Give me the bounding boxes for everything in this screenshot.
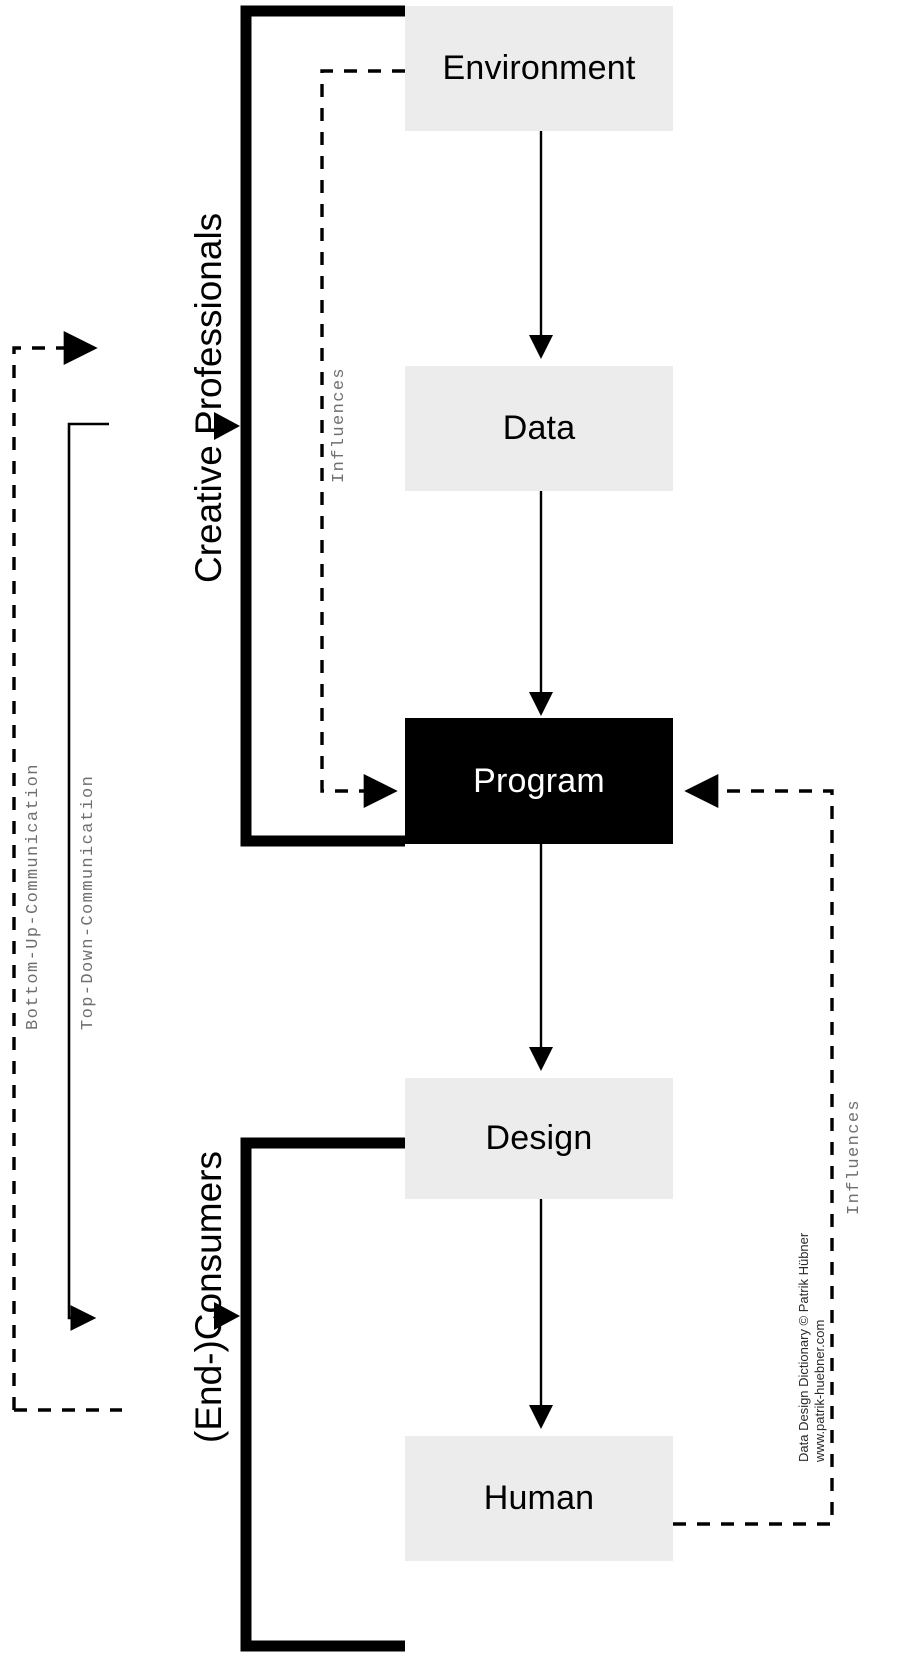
group-label-creative-professionals: Creative Professionals (188, 212, 229, 583)
node-environment-label: Environment (442, 49, 636, 87)
credit-line-2: www.patrik-huebner.com (812, 1319, 827, 1462)
bracket-end-consumers (240, 1137, 405, 1652)
group-label-end-consumers: (End-)Consumers (188, 1151, 229, 1443)
edge-human-influences-program (673, 774, 834, 1526)
node-human-label: Human (483, 1479, 595, 1517)
node-design[interactable]: Design (405, 1078, 673, 1199)
node-data[interactable]: Data (405, 366, 673, 491)
bracket-creative-professionals (240, 5, 405, 847)
edge-label-top-down-communication: Top-Down-Communication (79, 774, 98, 1030)
bracket-pointer-consumers (214, 1302, 240, 1330)
edge-label-bottom-up-communication: Bottom-Up-Communication (24, 763, 43, 1030)
bracket-pointer-creative (214, 412, 240, 440)
edge-label-influences-bottom: Influences (845, 1098, 864, 1215)
node-program-label: Program (473, 761, 605, 800)
node-program[interactable]: Program (405, 718, 673, 844)
node-data-label: Data (502, 409, 576, 447)
node-environment[interactable]: Environment (405, 6, 673, 131)
edge-bottom-up-communication (12, 331, 98, 1410)
edge-label-influences-top: Influences (330, 366, 349, 483)
node-design-label: Design (485, 1119, 593, 1157)
edge-environment-influences-program (320, 69, 405, 808)
node-human[interactable]: Human (405, 1436, 673, 1561)
edge-top-down-communication (67, 422, 109, 1331)
credit-line-1: Data Design Dictionary © Patrik Hübner (796, 1232, 811, 1462)
